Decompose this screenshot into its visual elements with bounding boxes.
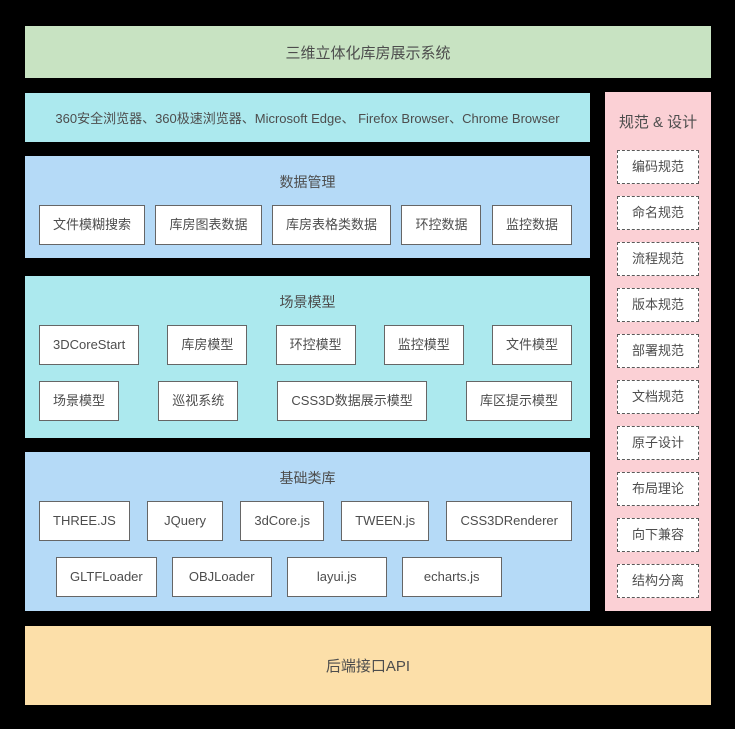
diagram-node: 3DCoreStart: [39, 325, 140, 365]
diagram-node: 库房表格类数据: [271, 205, 391, 245]
diagram-node: TWEEN.js: [341, 501, 430, 541]
block-title: 基础类库: [279, 470, 336, 486]
diagram-node: 库房模型: [167, 325, 248, 365]
backend-api-label: 后端接口API: [325, 658, 411, 675]
diagram-node: 文件模型: [491, 325, 572, 365]
diagram-node: 库区提示模型: [465, 381, 572, 421]
block-title: 数据管理: [279, 174, 336, 190]
node-row: 3DCoreStart 库房模型环控模型监控模型文件模型: [39, 325, 572, 365]
diagram-node: GLTFLoader: [56, 557, 157, 597]
diagram-node: 库房图表数据: [155, 205, 262, 245]
diagram-node: OBJLoader: [171, 557, 272, 597]
node-row: GLTFLoader OBJLoader layui.js echarts.js: [56, 557, 572, 597]
diagram-node: 文件模糊搜索: [39, 205, 146, 245]
spec-node: 结构分离: [617, 564, 699, 598]
diagram-node: 环控模型: [275, 325, 356, 365]
spec-node: 原子设计: [617, 426, 699, 460]
spec-node: 编码规范: [617, 150, 699, 184]
node-row: 文件模糊搜索库房图表数据库房表格类数据环控数据监控数据: [39, 205, 572, 245]
diagram-node: 监控模型: [383, 325, 464, 365]
spec-node: 部署规范: [617, 334, 699, 368]
diagram-node: 巡视系统: [158, 381, 239, 421]
spec-node: 布局理论: [617, 472, 699, 506]
spec-item-list: 编码规范命名规范流程规范版本规范部署规范文档规范原子设计布局理论向下兼容结构分离: [605, 150, 711, 598]
node-row: 场景模型巡视系统 CSS3D数据展示模型库区提示模型: [39, 381, 572, 421]
system-title: 三维立体化库房展示系统: [285, 44, 451, 62]
diagram-node: layui.js: [286, 557, 387, 597]
system-title-banner: 三维立体化库房展示系统: [25, 26, 711, 78]
spec-node: 命名规范: [617, 196, 699, 230]
diagram-node: CSS3D数据展示模型: [277, 381, 427, 421]
diagram-node: THREE.JS: [39, 501, 130, 541]
spec-node: 版本规范: [617, 288, 699, 322]
node-row: THREE.JS JQuery 3dCore.js TWEEN.js CSS3DRend…: [39, 501, 572, 541]
diagram-node: 监控数据: [491, 205, 572, 245]
diagram-node: 环控数据: [401, 205, 482, 245]
spec-node: 文档规范: [617, 380, 699, 414]
diagram-node: CSS3DRenderer: [446, 501, 572, 541]
diagram-node: echarts.js: [401, 557, 502, 597]
spec-node: 流程规范: [617, 242, 699, 276]
browser-list: 360安全浏览器、360极速浏览器、Microsoft Edge、 Firefo…: [55, 111, 560, 126]
diagram-node: 场景模型: [39, 381, 120, 421]
spec-node: 向下兼容: [617, 518, 699, 552]
backend-api-banner: 后端接口API: [25, 626, 711, 705]
diagram-node: 3dCore.js: [240, 501, 324, 541]
block-title: 场景模型: [279, 294, 336, 310]
browser-support-bar: 360安全浏览器、360极速浏览器、Microsoft Edge、 Firefo…: [25, 93, 590, 142]
block-base-libraries: 基础类库 THREE.JS JQuery 3dCore.js TWEEN.js CSS3D…: [25, 452, 590, 611]
spec-design-panel: 规范 & 设计 编码规范命名规范流程规范版本规范部署规范文档规范原子设计布局理论…: [605, 92, 711, 611]
diagram-node: JQuery: [147, 501, 224, 541]
spec-panel-title: 规范 & 设计: [618, 114, 698, 131]
block-data-management: 数据管理文件模糊搜索库房图表数据库房表格类数据环控数据监控数据: [25, 156, 590, 258]
